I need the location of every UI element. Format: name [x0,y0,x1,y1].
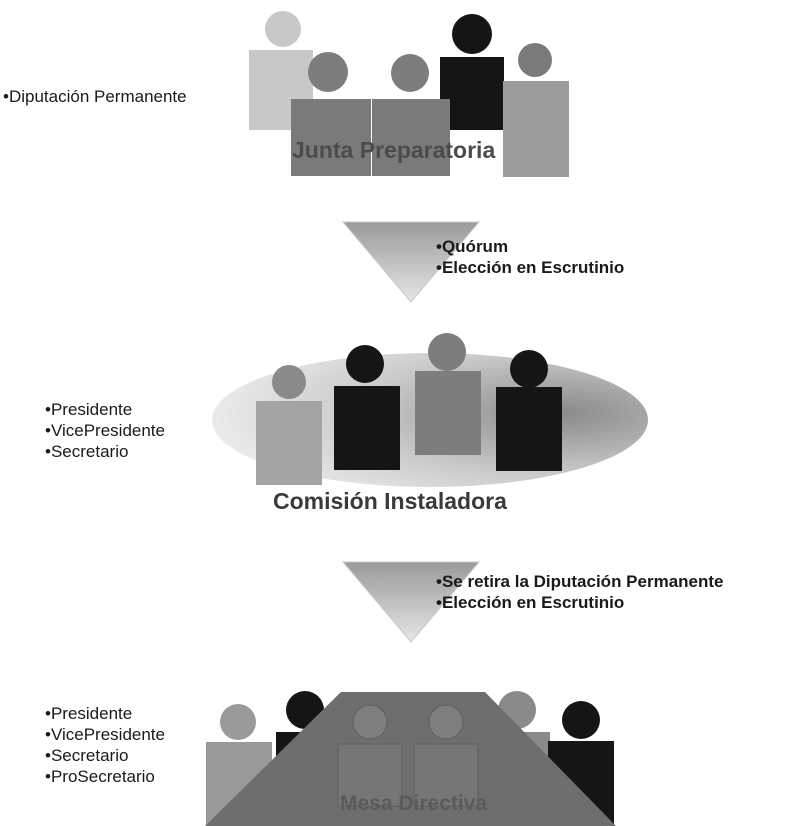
junta-preparatoria-group-icon [0,0,807,200]
person-icon [291,52,371,176]
person-icon [276,691,340,792]
stage2-title: Comisión Instaladora [273,488,507,514]
person-icon [496,350,562,471]
stage3-roles: Presidente VicePresidente Secretario Pro… [45,703,165,787]
person-icon [503,43,569,177]
role-item: Presidente [45,399,165,420]
person-icon [372,54,450,176]
person-icon [440,14,504,130]
person-icon [415,333,481,455]
role-item: Presidente [45,703,165,724]
person-icon [206,704,272,826]
person-icon [413,704,479,807]
stage2-roles: Presidente VicePresidente Secretario [45,399,165,462]
role-item: VicePresidente [45,420,165,441]
role-item: Secretario [45,441,165,462]
role-item: VicePresidente [45,724,165,745]
transition2-list: Se retira la Diputación Permanente Elecc… [436,571,724,613]
transition1-item: Elección en Escrutinio [436,257,624,278]
transition2-item: Se retira la Diputación Permanente [436,571,724,592]
person-icon [548,701,614,826]
stage1-side-note: Diputación Permanente [3,86,187,107]
stage3-title: Mesa Directiva [340,792,488,815]
role-item: ProSecretario [45,766,165,787]
person-icon [256,365,322,485]
transition1-item: Quórum [436,236,624,257]
transition2-item: Elección en Escrutinio [436,592,724,613]
person-icon [334,345,400,470]
person-icon [337,704,403,807]
person-icon [488,691,550,792]
stage1-title: Junta Preparatoria [292,137,496,163]
transition1-list: Quórum Elección en Escrutinio [436,236,624,278]
role-item: Secretario [45,745,165,766]
